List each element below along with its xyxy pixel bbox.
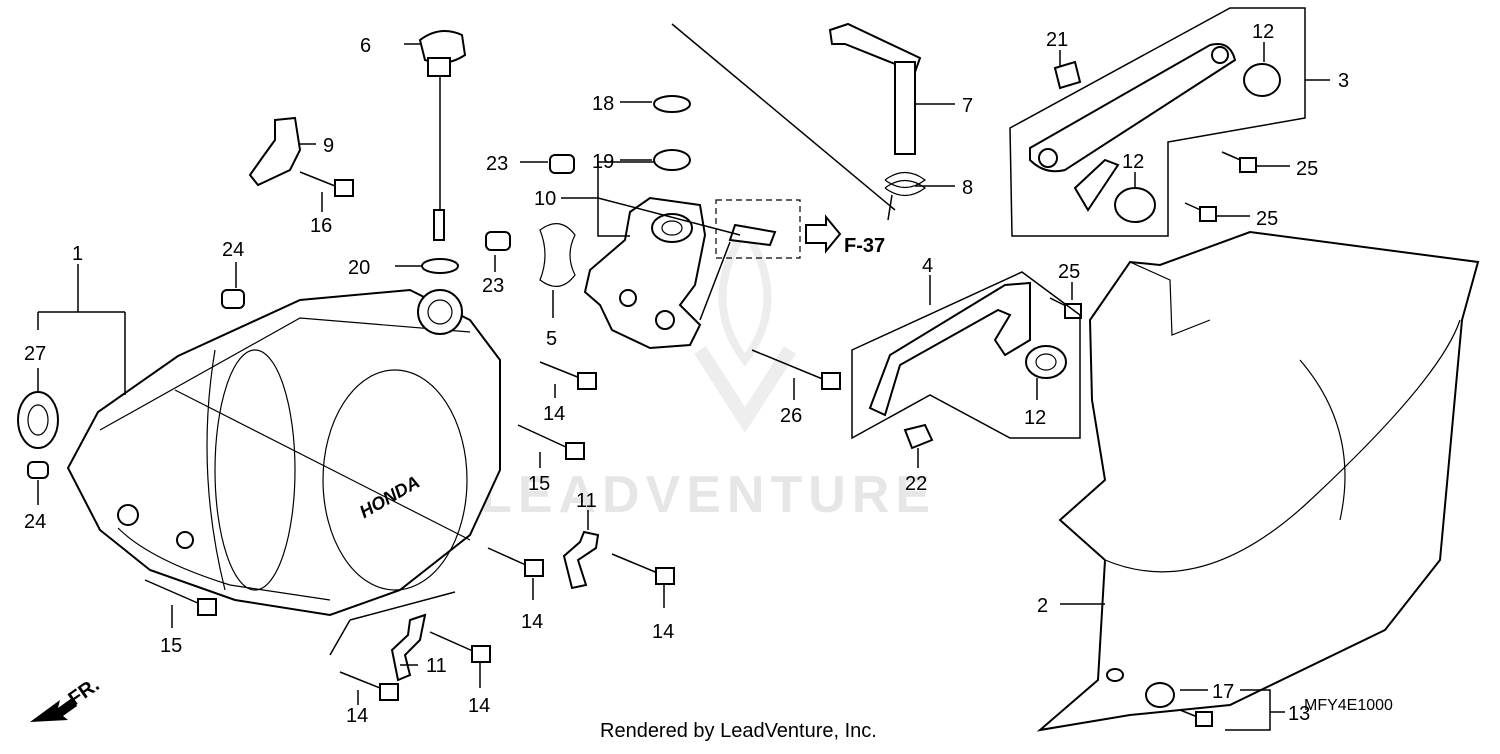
label-26: 26 <box>780 405 802 427</box>
label-4: 4 <box>922 255 933 277</box>
label-17: 17 <box>1212 681 1234 703</box>
bracket-9 <box>248 116 302 187</box>
spindle-housing <box>583 196 707 350</box>
label-25-c: 25 <box>1058 261 1080 283</box>
dowel-23-lower <box>485 231 511 251</box>
crankcase-cover: HONDA <box>66 288 501 617</box>
label-15-a: 15 <box>528 473 550 495</box>
label-24-b: 24 <box>24 511 46 533</box>
bolt-16 <box>299 171 354 197</box>
washer-18 <box>653 95 691 113</box>
label-24-a: 24 <box>222 239 244 261</box>
label-14-a: 14 <box>543 403 565 425</box>
front-arrow-icon <box>30 698 77 722</box>
grommet-17 <box>1145 682 1213 727</box>
label-12-bracket: 12 <box>1024 407 1046 429</box>
shift-spindle <box>828 22 927 221</box>
label-27: 27 <box>24 343 46 365</box>
label-22: 22 <box>905 473 927 495</box>
label-2: 2 <box>1037 595 1048 617</box>
label-14-c: 14 <box>652 621 674 643</box>
ref-arrow-icon <box>805 214 842 254</box>
side-bracket-4 <box>851 271 1081 440</box>
label-11-lower: 11 <box>426 655 447 677</box>
label-15-b: 15 <box>160 635 182 657</box>
label-14-d: 14 <box>346 705 368 727</box>
label-23-b: 23 <box>482 275 504 297</box>
dowel-pin-lower <box>27 461 49 479</box>
clip-11-upper <box>562 530 600 590</box>
o-ring-part <box>421 258 459 274</box>
ref-callout: F-37 <box>844 235 885 257</box>
bracket-assembly-3 <box>1009 7 1306 237</box>
label-21: 21 <box>1046 29 1068 51</box>
bearing-part <box>17 391 59 449</box>
label-12-top: 12 <box>1252 21 1274 43</box>
clip-21 <box>1053 60 1082 90</box>
label-5: 5 <box>546 328 557 350</box>
dowel-pin-upper <box>221 289 245 309</box>
label-9: 9 <box>323 135 334 157</box>
watermark-text: LEADVENTURE <box>480 466 936 524</box>
oil-seal-19 <box>653 149 691 171</box>
bolt-26 <box>751 349 841 390</box>
watermark-logo <box>694 222 796 433</box>
bolts-25 <box>1049 151 1257 319</box>
part-labels: 1 2 3 4 5 6 7 8 9 10 11 11 12 12 12 12 1… <box>24 21 1349 727</box>
leader-diagonal <box>671 23 896 211</box>
label-11-upper: 11 <box>576 490 597 512</box>
clip-11-lower <box>390 613 427 682</box>
label-20: 20 <box>348 257 370 279</box>
credit-text: Rendered by LeadVenture, Inc. <box>600 720 877 742</box>
label-14-e: 14 <box>468 695 490 717</box>
label-19: 19 <box>592 151 614 173</box>
label-10: 10 <box>534 188 556 210</box>
label-8: 8 <box>962 177 973 199</box>
label-13: 13 <box>1288 703 1310 725</box>
dowel-23-upper <box>549 154 575 174</box>
label-23-a: 23 <box>486 153 508 175</box>
leader-lines <box>37 42 1330 731</box>
label-18: 18 <box>592 93 614 115</box>
nut-22 <box>903 423 934 450</box>
diagram-code: MFY4E1000 <box>1304 697 1393 714</box>
oil-filler-cap <box>418 30 467 241</box>
label-1: 1 <box>72 243 83 265</box>
label-14-b: 14 <box>521 611 543 633</box>
label-25-b: 25 <box>1256 208 1278 230</box>
gasket-5 <box>539 223 576 287</box>
label-6: 6 <box>360 35 371 57</box>
side-cover-2 <box>1036 230 1480 732</box>
label-16: 16 <box>310 215 332 237</box>
label-7: 7 <box>962 95 973 117</box>
front-marker: FR. <box>30 674 104 722</box>
label-3: 3 <box>1338 70 1349 92</box>
label-25-a: 25 <box>1296 158 1318 180</box>
label-12-mid: 12 <box>1122 151 1144 173</box>
switch-part <box>728 223 777 247</box>
cover-bolts <box>144 361 675 701</box>
